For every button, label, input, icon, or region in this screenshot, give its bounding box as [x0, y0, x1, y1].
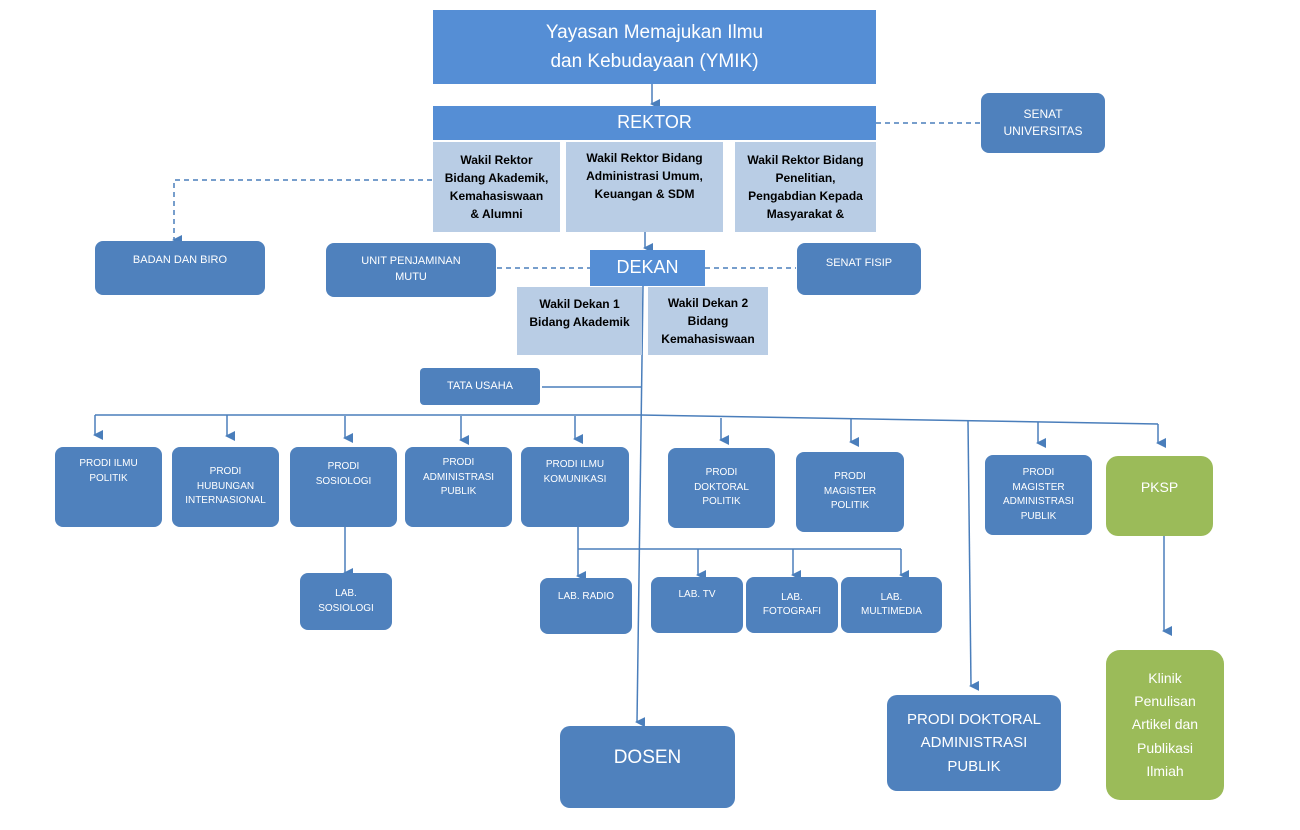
prodi-doktoral-administrasi-publik-box: PRODI DOKTORAL ADMINISTRASI PUBLIK [887, 695, 1061, 791]
wakil-dekan-1-box: Wakil Dekan 1 Bidang Akademik [517, 287, 642, 355]
prodi-magister-administrasi-publik-box: PRODI MAGISTER ADMINISTRASI PUBLIK [985, 455, 1092, 535]
lab-tv-box: LAB. TV [651, 577, 743, 633]
wakil-rektor-administrasi-box: Wakil Rektor Bidang Administrasi Umum, K… [566, 142, 723, 232]
prodi-doktoral-administrasi-publik-label: PRODI DOKTORAL ADMINISTRASI PUBLIK [907, 711, 1041, 775]
senat-universitas-box: SENAT UNIVERSITAS [981, 93, 1105, 153]
unit-penjaminan-mutu-label: UNIT PENJAMINAN MUTU [361, 255, 461, 283]
wakil-dekan-2-box: Wakil Dekan 2 Bidang Kemahasiswaan [648, 287, 768, 355]
senat-fisip-label: SENAT FISIP [825, 257, 893, 269]
unit-penjaminan-mutu-box: UNIT PENJAMINAN MUTU [326, 243, 496, 297]
dosen-box: DOSEN [560, 726, 735, 808]
prodi-hubungan-internasional-box: PRODI HUBUNGAN INTERNASIONAL [172, 447, 279, 527]
lab-tv-label: LAB. TV [678, 589, 716, 600]
pksp-label: PKSP [1140, 479, 1179, 495]
prodi-ilmu-komunikasi-label: PRODI ILMU KOMUNIKASI [543, 459, 607, 485]
pksp-box: PKSP [1106, 456, 1213, 536]
prodi-doktoral-politik-label: PRODI DOKTORAL POLITIK [694, 467, 749, 508]
prodi-magister-politik-box: PRODI MAGISTER POLITIK [796, 452, 904, 532]
senat-universitas-label: SENAT UNIVERSITAS [1003, 106, 1083, 138]
prodi-ilmu-politik-label: PRODI ILMU POLITIK [79, 458, 138, 484]
prodi-doktoral-politik-box: PRODI DOKTORAL POLITIK [668, 448, 775, 528]
dosen-label: DOSEN [613, 747, 682, 768]
senat-fisip-box: SENAT FISIP [797, 243, 921, 295]
klinik-label: Klinik Penulisan Artikel dan Publikasi I… [1131, 670, 1199, 779]
prodi-magister-politik-label: PRODI MAGISTER POLITIK [823, 471, 877, 512]
wakil-rektor-akademik-box: Wakil Rektor Bidang Akademik, Kemahasisw… [433, 142, 560, 232]
lab-fotografi-box: LAB. FOTOGRAFI [746, 577, 838, 633]
prodi-ilmu-komunikasi-box: PRODI ILMU KOMUNIKASI [521, 447, 629, 527]
wakil-rektor-penelitian-label: Wakil Rektor Bidang Penelitian, Pengabdi… [747, 153, 864, 221]
prodi-administrasi-publik-box: PRODI ADMINISTRASI PUBLIK [405, 447, 512, 527]
yayasan-label: Yayasan Memajukan Ilmu dan Kebudayaan (Y… [545, 21, 764, 72]
wakil-rektor-penelitian-box: Wakil Rektor Bidang Penelitian, Pengabdi… [735, 142, 876, 232]
lab-radio-box: LAB. RADIO [540, 578, 632, 634]
dekan-label: DEKAN [616, 257, 679, 278]
lab-sosiologi-label: LAB. SOSIOLOGI [318, 588, 374, 614]
wakil-dekan-1-label: Wakil Dekan 1 Bidang Akademik [529, 297, 630, 329]
prodi-hubungan-internasional-label: PRODI HUBUNGAN INTERNASIONAL [185, 466, 266, 507]
badan-biro-box: BADAN DAN BIRO [95, 241, 265, 295]
lab-fotografi-label: LAB. FOTOGRAFI [762, 591, 822, 618]
klinik-box: Klinik Penulisan Artikel dan Publikasi I… [1106, 650, 1224, 800]
wakil-dekan-2-label: Wakil Dekan 2 Bidang Kemahasiswaan [661, 296, 755, 346]
lab-sosiologi-box: LAB. SOSIOLOGI [300, 573, 392, 630]
badan-biro-label: BADAN DAN BIRO [132, 254, 228, 266]
prodi-administrasi-publik-label: PRODI ADMINISTRASI PUBLIK [422, 457, 495, 497]
prodi-magister-administrasi-publik-label: PRODI MAGISTER ADMINISTRASI PUBLIK [1002, 467, 1075, 522]
tata-usaha-box: TATA USAHA [420, 368, 540, 405]
rektor-box: REKTOR [433, 106, 876, 140]
prodi-sosiologi-label: PRODI SOSIOLOGI [315, 461, 372, 487]
lab-multimedia-label: LAB. MULTIMEDIA [861, 591, 922, 618]
wakil-rektor-akademik-label: Wakil Rektor Bidang Akademik, Kemahasisw… [444, 153, 549, 221]
dekan-box: DEKAN [590, 250, 705, 286]
rektor-label: REKTOR [617, 112, 692, 133]
lab-radio-label: LAB. RADIO [557, 591, 615, 602]
wakil-rektor-administrasi-label: Wakil Rektor Bidang Administrasi Umum, K… [586, 151, 703, 201]
yayasan-box: Yayasan Memajukan Ilmu dan Kebudayaan (Y… [433, 10, 876, 84]
lab-multimedia-box: LAB. MULTIMEDIA [841, 577, 942, 633]
tata-usaha-label: TATA USAHA [446, 379, 513, 392]
prodi-sosiologi-box: PRODI SOSIOLOGI [290, 447, 397, 527]
prodi-ilmu-politik-box: PRODI ILMU POLITIK [55, 447, 162, 527]
